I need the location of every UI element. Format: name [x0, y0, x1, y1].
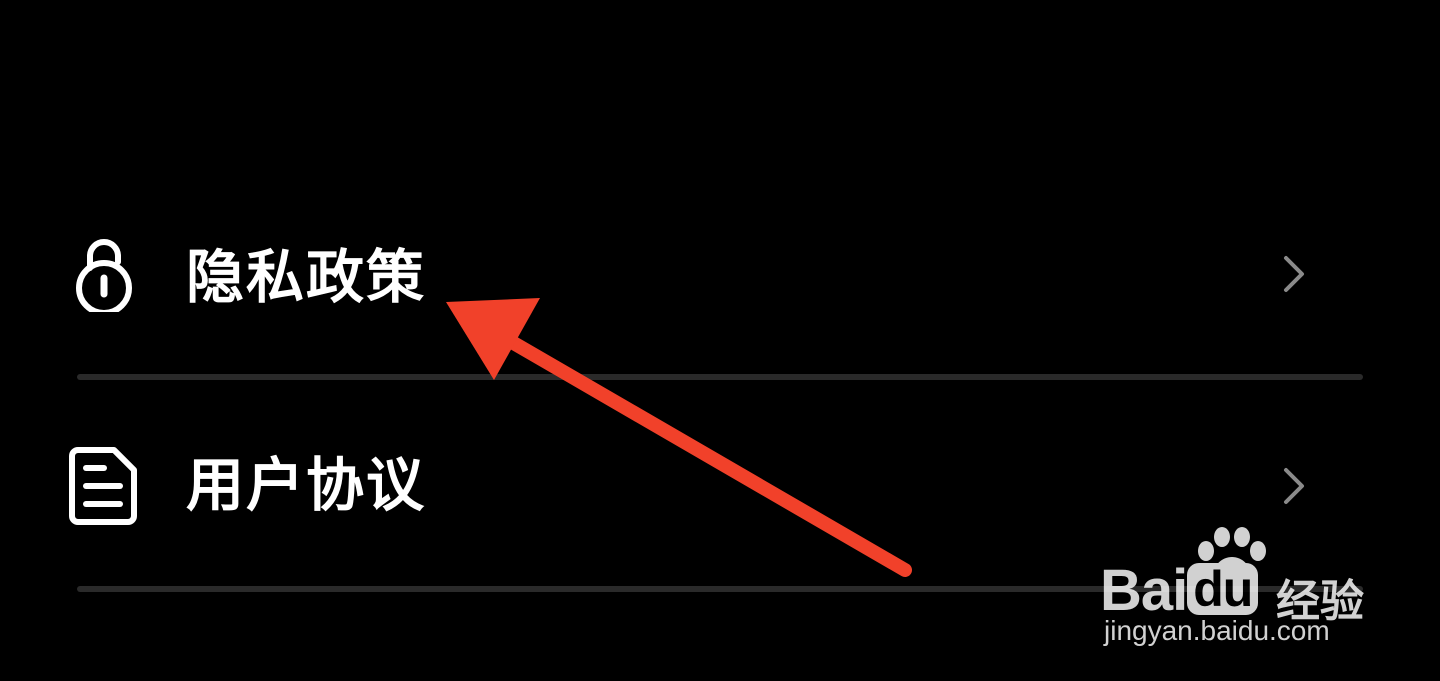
divider — [77, 374, 1363, 380]
menu-item-label: 用户协议 — [186, 451, 427, 519]
watermark-brand-cn: 经验 — [1276, 576, 1364, 627]
lock-icon — [76, 239, 132, 312]
menu-item-user-agreement[interactable]: 用户协议 — [0, 412, 1440, 562]
menu-item-privacy-policy[interactable]: 隐私政策 — [0, 204, 1440, 354]
document-icon — [69, 447, 137, 525]
divider — [77, 586, 1363, 592]
watermark-brand-left: Bai — [1100, 558, 1188, 623]
menu-item-label: 隐私政策 — [186, 243, 427, 311]
chevron-right-icon — [1284, 256, 1304, 292]
watermark-brand-du: du — [1187, 563, 1259, 615]
watermark-url: jingyan.baidu.com — [1104, 615, 1330, 646]
chevron-right-icon — [1284, 468, 1304, 504]
